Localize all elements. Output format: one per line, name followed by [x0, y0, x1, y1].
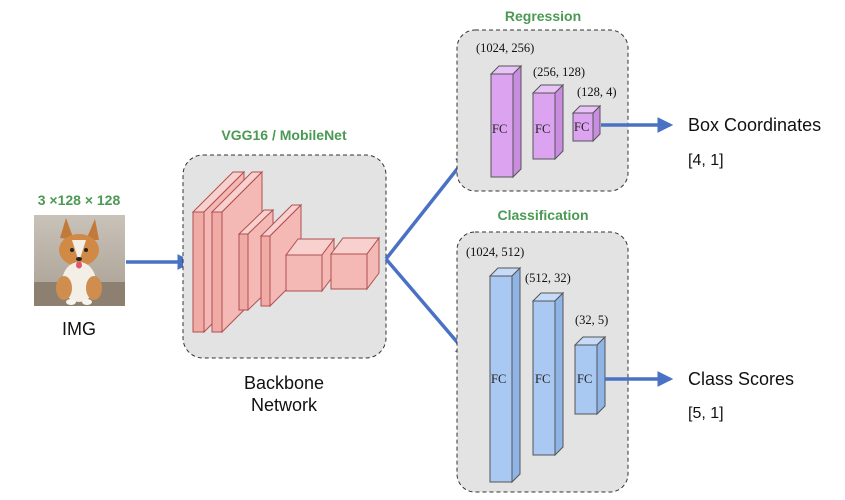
classification-fc1-text: FC	[491, 372, 506, 386]
classification-fc3-text: FC	[577, 372, 592, 386]
classification-fc2-block	[531, 291, 565, 457]
backbone-label-line1: Backbone	[244, 373, 324, 393]
classification-fc3-block	[573, 335, 607, 416]
backbone-conv-blocks	[191, 170, 380, 334]
regression-fc1-dims: (1024, 256)	[476, 41, 534, 55]
input-dims-label: 3 ×128 × 128	[38, 192, 121, 208]
regression-fc2-text: FC	[535, 122, 550, 136]
classification-title: Classification	[497, 207, 588, 223]
classification-fc2-dims: (512, 32)	[525, 271, 571, 285]
classification-fc1-block	[488, 266, 522, 484]
classification-output-label: Class Scores	[688, 369, 794, 389]
classification-fc2-text: FC	[535, 372, 550, 386]
arrow-backbone-to-regression	[384, 151, 471, 261]
input-label: IMG	[62, 319, 96, 339]
backbone-label-line2: Network	[251, 395, 318, 415]
regression-fc1-text: FC	[492, 122, 507, 136]
conv-cube-2	[330, 236, 380, 291]
backbone-title: VGG16 / MobileNet	[221, 127, 347, 143]
regression-output-shape: [4, 1]	[688, 152, 724, 169]
conv-cube-1	[285, 237, 335, 293]
regression-fc3-dims: (128, 4)	[577, 85, 617, 99]
regression-fc2-dims: (256, 128)	[533, 65, 585, 79]
regression-title: Regression	[505, 8, 581, 24]
arrow-backbone-to-classification	[384, 257, 472, 359]
classification-fc1-dims: (1024, 512)	[466, 245, 524, 259]
classification-output-shape: [5, 1]	[688, 405, 724, 422]
classification-fc3-dims: (32, 5)	[575, 313, 608, 327]
regression-fc2-block	[531, 83, 565, 161]
regression-fc3-block	[571, 104, 602, 143]
regression-fc3-text: FC	[574, 120, 589, 134]
regression-fc1-block	[489, 64, 523, 179]
regression-output-label: Box Coordinates	[688, 115, 821, 135]
input-image-dog	[34, 215, 125, 306]
